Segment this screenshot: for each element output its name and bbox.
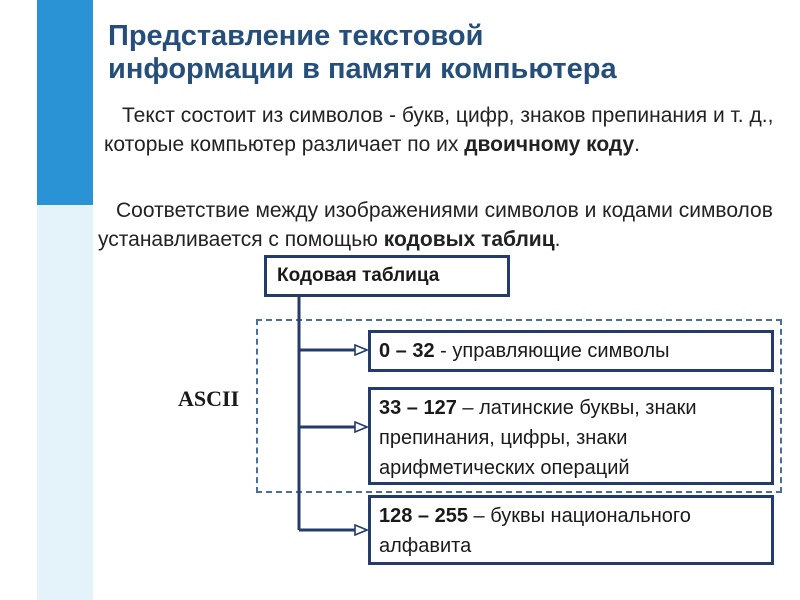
paragraph-code-tables: Соответствие между изображениями символо… <box>98 196 794 254</box>
code-table-root-box: Кодовая таблица <box>264 255 510 297</box>
range-box-national-alphabet: 128 – 255 – буквы национального алфавита <box>368 495 774 565</box>
range-description: – буквы национального алфавита <box>379 505 691 557</box>
paragraph1-text: Текст состоит из символов - букв, цифр, … <box>104 104 774 156</box>
paragraph1-end: . <box>634 133 641 156</box>
range-description: - управляющие символы <box>434 340 670 362</box>
ascii-group-frame <box>256 319 782 493</box>
paragraph2-text: Соответствие между изображениями символо… <box>98 199 773 251</box>
title-line-1: Представление текстовой <box>108 20 484 52</box>
sidebar-accent-block <box>37 0 93 205</box>
ascii-group-label: ASCII <box>178 386 240 411</box>
range-value: 128 – 255 <box>379 505 468 527</box>
paragraph-binary-code: Текст состоит из символов - букв, цифр, … <box>104 101 794 159</box>
paragraph2-end: . <box>554 228 561 251</box>
slide-title: Представление текстовой информации в пам… <box>108 20 788 86</box>
range-box-latin-letters: 33 – 127 – латинские буквы, знаки препин… <box>368 387 774 485</box>
range-box-control-chars: 0 – 32 - управляющие символы <box>368 330 774 372</box>
range-description: – латинские буквы, знаки препинания, циф… <box>379 397 697 479</box>
range-value: 0 – 32 <box>379 340 435 362</box>
title-line-2: информации в памяти компьютера <box>108 53 617 85</box>
paragraph2-bold-term: кодовых таблиц <box>383 228 555 251</box>
paragraph1-bold-term: двоичному коду <box>464 133 635 156</box>
range-value: 33 – 127 <box>379 397 457 419</box>
